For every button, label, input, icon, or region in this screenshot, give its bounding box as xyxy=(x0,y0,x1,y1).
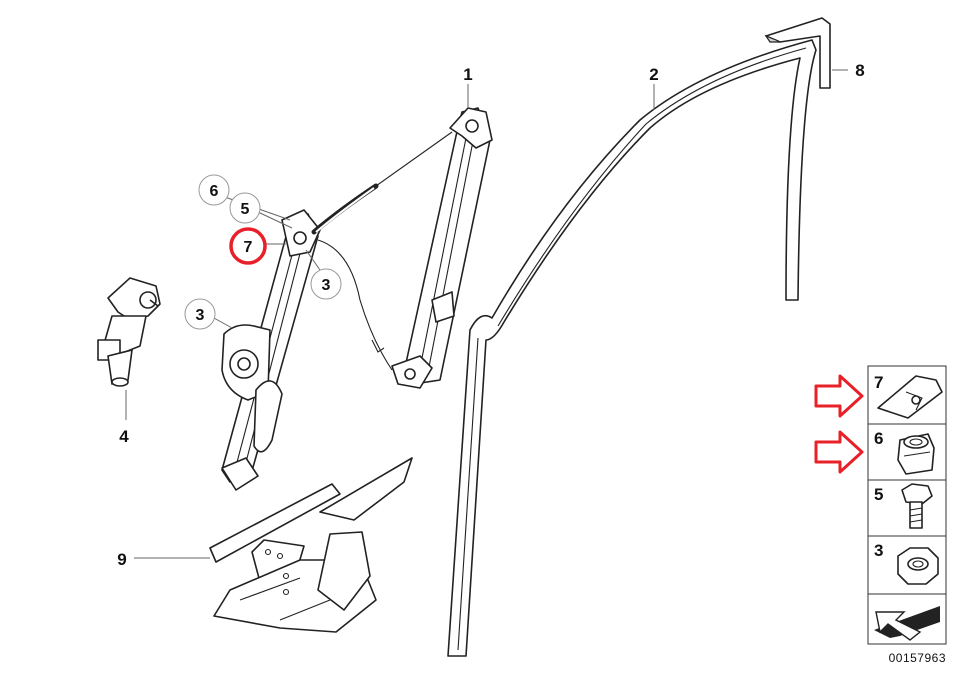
window-channel-part[interactable] xyxy=(447,39,817,657)
arrow-icon-7 xyxy=(814,374,864,418)
view-direction-icon xyxy=(874,606,940,641)
callout-3-right: 3 xyxy=(310,268,342,300)
legend-number-6: 6 xyxy=(874,429,883,448)
arrow-icon-6 xyxy=(814,430,864,474)
callout-3-left: 3 xyxy=(184,298,216,330)
clip-icon xyxy=(877,375,943,419)
callout-7-highlighted: 7 xyxy=(229,227,267,265)
callout-5: 5 xyxy=(229,192,261,224)
svg-text:5: 5 xyxy=(241,201,250,218)
drawing-number: 00157963 xyxy=(889,651,946,665)
svg-text:3: 3 xyxy=(196,307,205,324)
hex-nut-icon xyxy=(897,547,939,585)
svg-text:7: 7 xyxy=(244,239,253,256)
window-regulator-part[interactable] xyxy=(221,107,493,491)
legend-number-7: 7 xyxy=(874,373,883,392)
label-1: 1 xyxy=(463,65,472,84)
label-2: 2 xyxy=(649,65,658,84)
callout-6: 6 xyxy=(198,174,230,206)
trim-cover-part[interactable] xyxy=(764,17,831,89)
label-9: 9 xyxy=(117,550,126,569)
label-8: 8 xyxy=(855,61,864,80)
legend-number-3: 3 xyxy=(874,541,883,560)
svg-text:6: 6 xyxy=(210,183,219,200)
legend-panel: 7 6 5 3 xyxy=(867,365,947,645)
bolt-icon xyxy=(901,483,933,529)
legend-number-5: 5 xyxy=(874,485,883,504)
manual-regulator-part[interactable] xyxy=(209,457,413,633)
cage-nut-icon xyxy=(897,433,935,475)
motor-part[interactable] xyxy=(97,277,161,387)
label-4: 4 xyxy=(119,427,129,446)
svg-text:3: 3 xyxy=(322,277,331,294)
